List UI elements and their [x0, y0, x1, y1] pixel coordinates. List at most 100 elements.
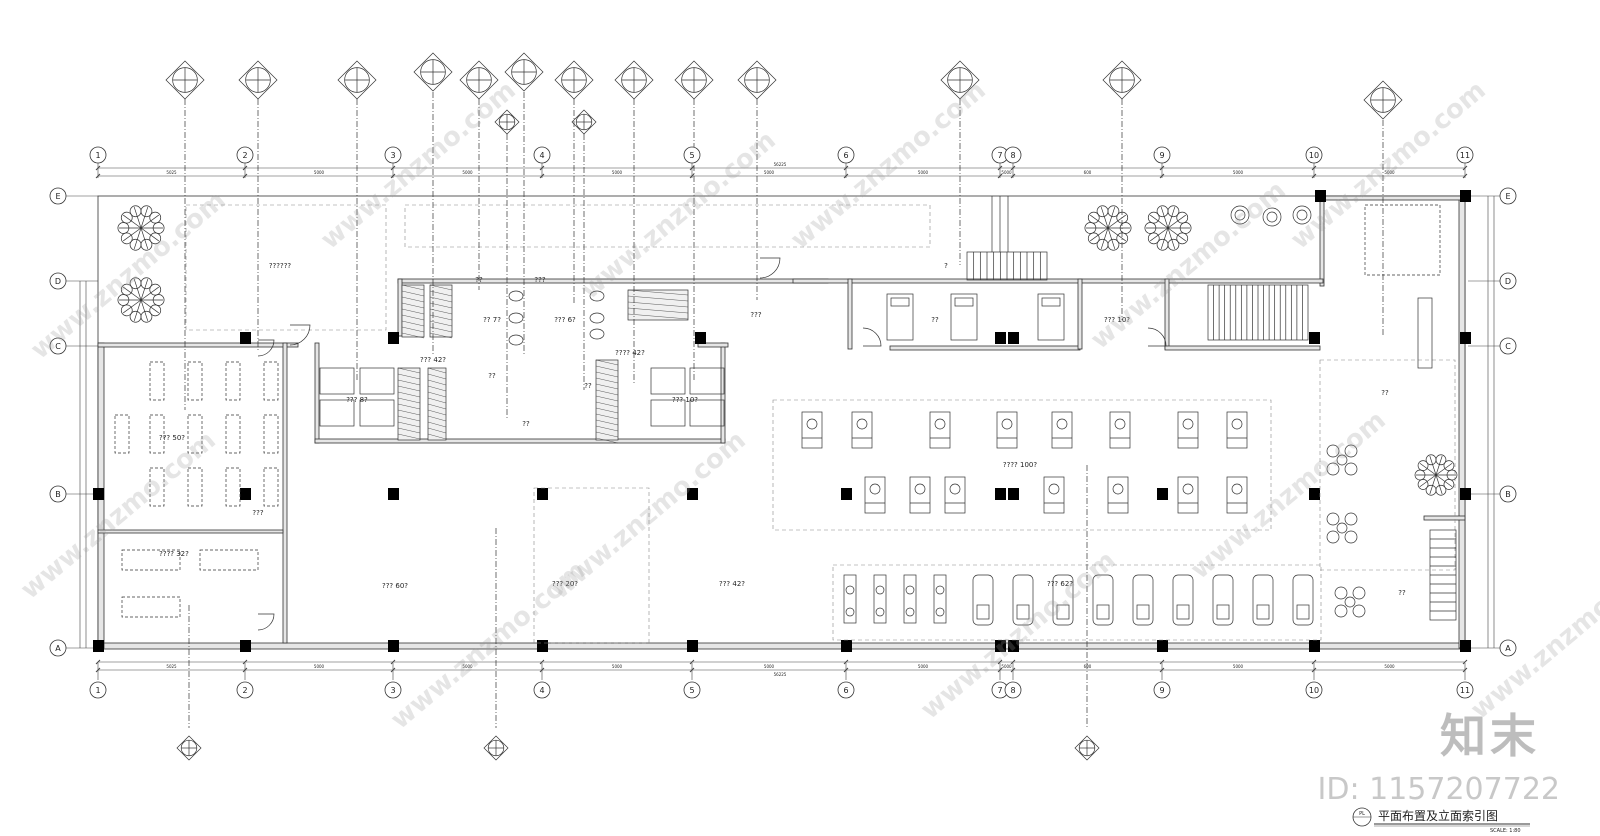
dim-text-top: 5000: [314, 170, 325, 175]
svg-text:B: B: [55, 490, 61, 499]
locker-bank: [401, 284, 425, 339]
svg-text:3: 3: [390, 151, 395, 160]
drawing-scale: SCALE: 1:80: [1490, 828, 1521, 834]
grid-bubble: 11: [1456, 681, 1474, 699]
dim-text-bottom: 5000: [918, 664, 929, 669]
elevation-index-icon: [483, 735, 509, 761]
toilet-icon: [589, 312, 605, 324]
dim-text-bottom: 5000: [612, 664, 623, 669]
watermark-text: www.znzmo.com: [915, 545, 1121, 725]
room-label: ??? 42?: [719, 580, 745, 588]
watermark-text: www.znzmo.com: [1185, 405, 1391, 585]
title-block: PL 平面布置及立面索引图 SCALE: 1:80: [1352, 807, 1530, 834]
mat: [114, 414, 130, 454]
grid-bubble: 1: [89, 681, 107, 699]
grid-bubble: A: [49, 639, 67, 657]
wall-se-stair: [1423, 515, 1466, 521]
structural-column: [1460, 332, 1471, 344]
room-label: ???: [534, 276, 545, 284]
gym-machine-icon: [1107, 476, 1129, 514]
structural-column: [687, 488, 698, 500]
bed: [1037, 293, 1065, 341]
locker-bank: [627, 289, 689, 321]
room-label: ??? 10?: [1104, 316, 1130, 324]
gym-machine-icon: [929, 411, 951, 449]
grid-bubble: 6: [837, 681, 855, 699]
door-swing: [257, 339, 275, 357]
svg-text:D: D: [1505, 277, 1511, 286]
shower-stall: [689, 367, 725, 395]
structural-column: [93, 640, 104, 652]
bike-icon: [843, 574, 857, 624]
elevation-index-symbols: [165, 52, 1403, 761]
toilet-icon: [589, 290, 605, 302]
dim-text-bottom: 5000: [1233, 664, 1244, 669]
room-label: ??? 42?: [420, 356, 446, 364]
structural-column: [1157, 640, 1168, 652]
zone-outline: [832, 564, 1322, 641]
mat: [121, 549, 181, 571]
locker-bank: [429, 284, 453, 339]
grid-bubble: E: [49, 187, 67, 205]
zone-outline: [772, 399, 1272, 531]
gym-machine-icon: [1043, 476, 1065, 514]
plant-icon: [1084, 205, 1132, 251]
dimension-lines: [79, 165, 1495, 673]
structural-column: [1315, 190, 1326, 202]
grid-bubble: 2: [236, 681, 254, 699]
svg-text:8: 8: [1010, 151, 1015, 160]
elevation-index-icon: [737, 60, 777, 100]
room-label: ??? 10?: [672, 396, 698, 404]
structural-column: [1309, 332, 1320, 344]
room-label: ??? 50?: [159, 434, 185, 442]
room-label: ??: [522, 420, 530, 428]
structural-column: [1157, 488, 1168, 500]
room-label: ???? 32?: [159, 550, 189, 558]
grid-bubble: 9: [1153, 146, 1171, 164]
structural-column: [1460, 488, 1471, 500]
elevation-index-icon: [337, 60, 377, 100]
watermark-text: www.znzmo.com: [1465, 545, 1600, 725]
grid-bubble: 1: [89, 146, 107, 164]
dim-text-top: 5000: [1384, 170, 1395, 175]
walls: [93, 190, 1471, 652]
grid-bubble: D: [49, 272, 67, 290]
mat: [149, 361, 165, 401]
mat: [121, 596, 181, 618]
treadmill-icon: [1012, 574, 1034, 626]
treadmill-icon: [1052, 574, 1074, 626]
plant-icon: [117, 205, 165, 251]
shower-stall: [359, 367, 395, 395]
mat: [225, 361, 241, 401]
elevation-index-icon: [413, 52, 453, 92]
room-label: ?: [944, 262, 948, 270]
svg-text:9: 9: [1159, 151, 1164, 160]
grid-bubble: 10: [1305, 681, 1323, 699]
svg-text:10: 10: [1309, 151, 1319, 160]
zone-outline: [185, 204, 387, 331]
room-label: ???: [750, 311, 761, 319]
treadmill-icon: [1252, 574, 1274, 626]
svg-text:1: 1: [95, 686, 100, 695]
svg-text:2: 2: [242, 686, 247, 695]
wall-stair-s: [1164, 345, 1321, 351]
svg-text:C: C: [1505, 342, 1511, 351]
office-desk-area: [1364, 204, 1441, 276]
wall-north-west: [97, 342, 299, 348]
structural-column: [995, 332, 1006, 344]
dim-text-bottom: 5000: [314, 664, 325, 669]
wall-rest-s: [889, 345, 1081, 351]
pillow: [954, 297, 974, 307]
zone-outline: [404, 204, 931, 248]
grid-bubble: A: [1499, 639, 1517, 657]
grid-bubble: 3: [384, 681, 402, 699]
structural-column: [841, 640, 852, 652]
room-label: ??: [1398, 589, 1406, 597]
structural-column: [388, 488, 399, 500]
room-labels: 5025502550005000500050005000500050005000…: [159, 162, 1406, 677]
structural-column: [388, 332, 399, 344]
structural-column: [537, 640, 548, 652]
svg-text:5: 5: [689, 686, 694, 695]
round-table-icon: [1326, 512, 1358, 544]
